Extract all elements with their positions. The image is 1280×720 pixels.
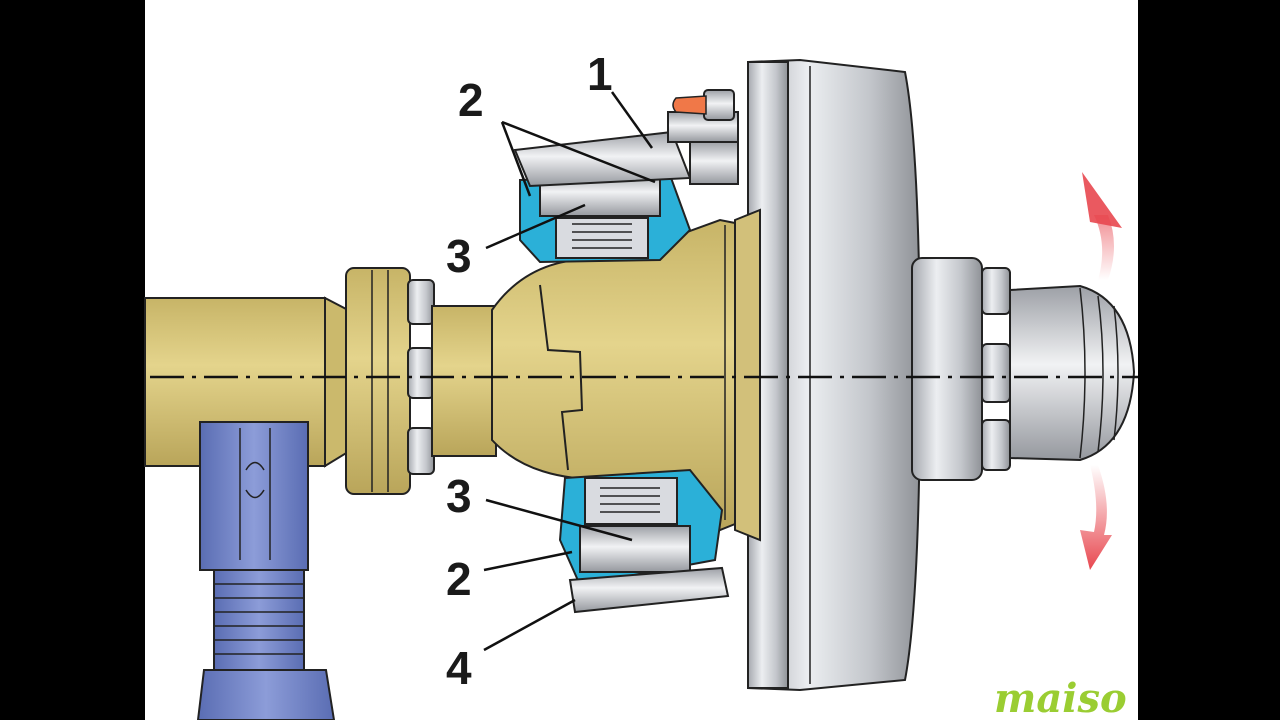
housing-split-line: [539, 284, 584, 471]
callout-3-upper: 3: [446, 230, 472, 282]
cap-bolt: [667, 89, 739, 185]
support-bracket: [196, 421, 336, 720]
flange-bolts: [407, 279, 435, 475]
leader-lines: [483, 91, 656, 652]
watermark: Avito maiso: [982, 648, 1127, 720]
rotation-arrow-down: [1080, 465, 1112, 570]
shaft-flange: [345, 267, 411, 495]
lower-bearing-assembly: [558, 468, 724, 587]
callout-4: 4: [446, 642, 472, 694]
stub-rings: [1079, 287, 1119, 459]
hub: [911, 257, 1011, 481]
letterbox-left: [0, 0, 145, 720]
callout-2-upper: 2: [458, 74, 484, 126]
watermark-script: maiso: [994, 675, 1127, 720]
output-shaft-stub: [1009, 284, 1136, 462]
rotation-arrow-up-head: [1082, 172, 1122, 228]
callout-3-lower: 3: [446, 470, 472, 522]
brake-drum: [734, 58, 922, 692]
letterbox-right: [1138, 0, 1280, 720]
callout-2-lower: 2: [446, 553, 472, 605]
rotation-arrow-up: [1080, 175, 1114, 280]
callout-1: 1: [587, 48, 613, 100]
watermark-brand: Avito: [1018, 648, 1075, 678]
watermark-logo-icon: [982, 650, 1013, 677]
flange-neck: [431, 305, 497, 457]
